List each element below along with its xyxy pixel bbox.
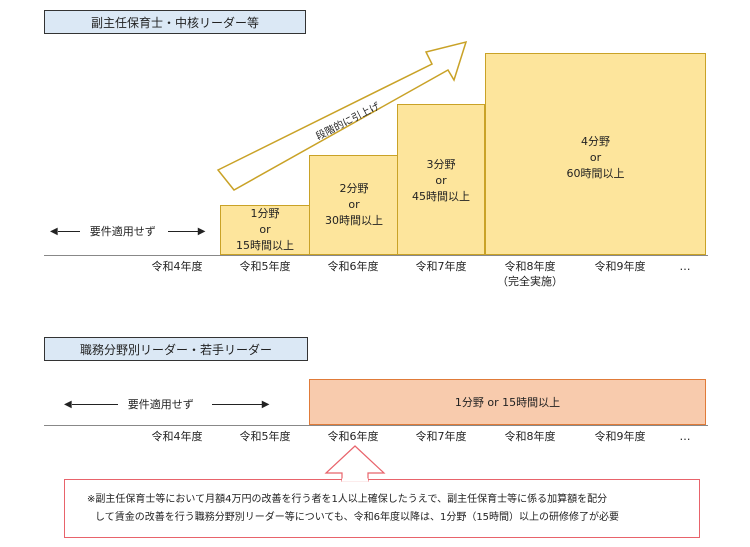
year-label: 令和6年度: [327, 430, 379, 443]
left-arrow-icon: ◀: [50, 225, 58, 237]
requirement-bar: 1分野 or 15時間以上: [309, 379, 706, 425]
step-1: 1分野 or 15時間以上: [220, 205, 310, 255]
arrow-line: [211, 403, 262, 405]
note-line-2: して賃金の改善を行う職務分野別リーダー等についても、令和6年度以降は、1分野（1…: [95, 511, 620, 523]
timeline-axis-top: [44, 255, 708, 256]
no-requirement-label: 要件適用せず: [127, 398, 194, 411]
step-text: 30時間以上: [325, 214, 383, 227]
step-text: or: [259, 223, 271, 236]
year-label: 令和5年度: [239, 260, 291, 273]
step-text: 4分野: [581, 135, 610, 148]
step-text: or: [589, 151, 602, 164]
year-label: 令和9年度: [594, 260, 646, 273]
year-label: 令和4年度: [151, 260, 203, 273]
full-implementation-note: （完全実施）: [497, 275, 563, 288]
step-text: 60時間以上: [566, 167, 625, 180]
timeline-axis-bottom: [44, 425, 708, 426]
step-up-arrow-icon: 段階的に引上げ: [216, 40, 468, 191]
step-text: 2分野: [339, 182, 369, 195]
no-requirement-top: ◀ 要件適用せず ▶: [50, 223, 218, 239]
year-label: 令和9年度: [594, 430, 646, 443]
year-label: 令和5年度: [239, 430, 291, 443]
step-text: or: [435, 174, 447, 187]
year-label: 令和8年度: [504, 260, 556, 273]
note-line-1: ※副主任保育士等において月額4万円の改善を行う者を1人以上確保したうえで、副主任…: [87, 493, 608, 505]
requirement-label: 1分野 or 15時間以上: [454, 396, 561, 409]
no-requirement-bottom: ◀ 要件適用せず ▶: [64, 396, 294, 412]
arrow-line: [57, 230, 80, 232]
step-text: 15時間以上: [236, 239, 294, 252]
step-3: 3分野 or 45時間以上: [397, 104, 485, 255]
up-arrow-icon: [324, 445, 386, 482]
step-text: 3分野: [426, 158, 456, 171]
right-arrow-icon: ▶: [197, 225, 206, 237]
year-label: 令和7年度: [415, 260, 467, 273]
step-4: 4分野 or 60時間以上: [485, 53, 706, 255]
year-label: 令和4年度: [151, 430, 203, 443]
step-2: 2分野 or 30時間以上: [309, 155, 399, 255]
note-box: ※副主任保育士等において月額4万円の改善を行う者を1人以上確保したうえで、副主任…: [64, 479, 700, 538]
arrow-line: [71, 403, 118, 405]
right-arrow-icon: ▶: [261, 398, 270, 410]
year-label: 令和6年度: [327, 260, 379, 273]
section-title-field-leader: 職務分野別リーダー・若手リーダー: [44, 337, 308, 361]
year-label: 令和8年度: [504, 430, 556, 443]
step-text: 45時間以上: [412, 190, 470, 203]
left-arrow-icon: ◀: [64, 398, 72, 410]
year-label: 令和7年度: [415, 430, 467, 443]
section-title-vice-chief: 副主任保育士・中核リーダー等: [44, 10, 306, 34]
ellipsis: …: [679, 430, 691, 443]
no-requirement-label: 要件適用せず: [89, 225, 156, 238]
ellipsis: …: [679, 260, 691, 273]
arrow-line: [167, 230, 198, 232]
step-text: or: [348, 198, 360, 211]
step-text: 1分野: [250, 207, 280, 220]
